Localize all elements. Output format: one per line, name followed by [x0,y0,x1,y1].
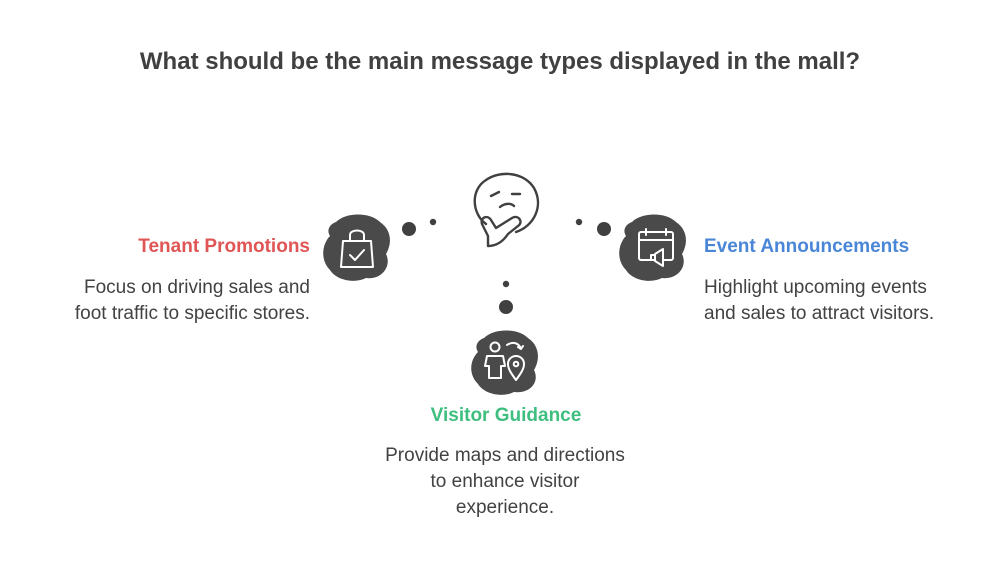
thinking-face-icon [473,172,540,248]
tenant-promotions-label: Tenant Promotions [138,236,310,257]
visitor-guidance-badge [471,330,538,395]
shopping-bag-check-icon [340,229,374,268]
tenant-promotions-badge [323,214,390,281]
diagram-title: What should be the main message types di… [139,48,861,75]
person-location-pin-icon [484,341,525,381]
tenant-promotions-description: Focus on driving sales and foot traffic … [74,277,310,324]
connector-bottom [499,280,513,314]
connector-right [575,218,611,236]
event-announcements-description: Highlight upcoming events and sales to a… [704,277,935,324]
connector-left [402,218,437,236]
calendar-megaphone-icon [638,228,674,267]
visitor-guidance-label: Visitor Guidance [430,405,582,426]
event-announcements-label: Event Announcements [704,236,910,257]
event-announcements-badge [619,214,686,281]
visitor-guidance-description: Provide maps and directions to enhance v… [385,445,625,518]
